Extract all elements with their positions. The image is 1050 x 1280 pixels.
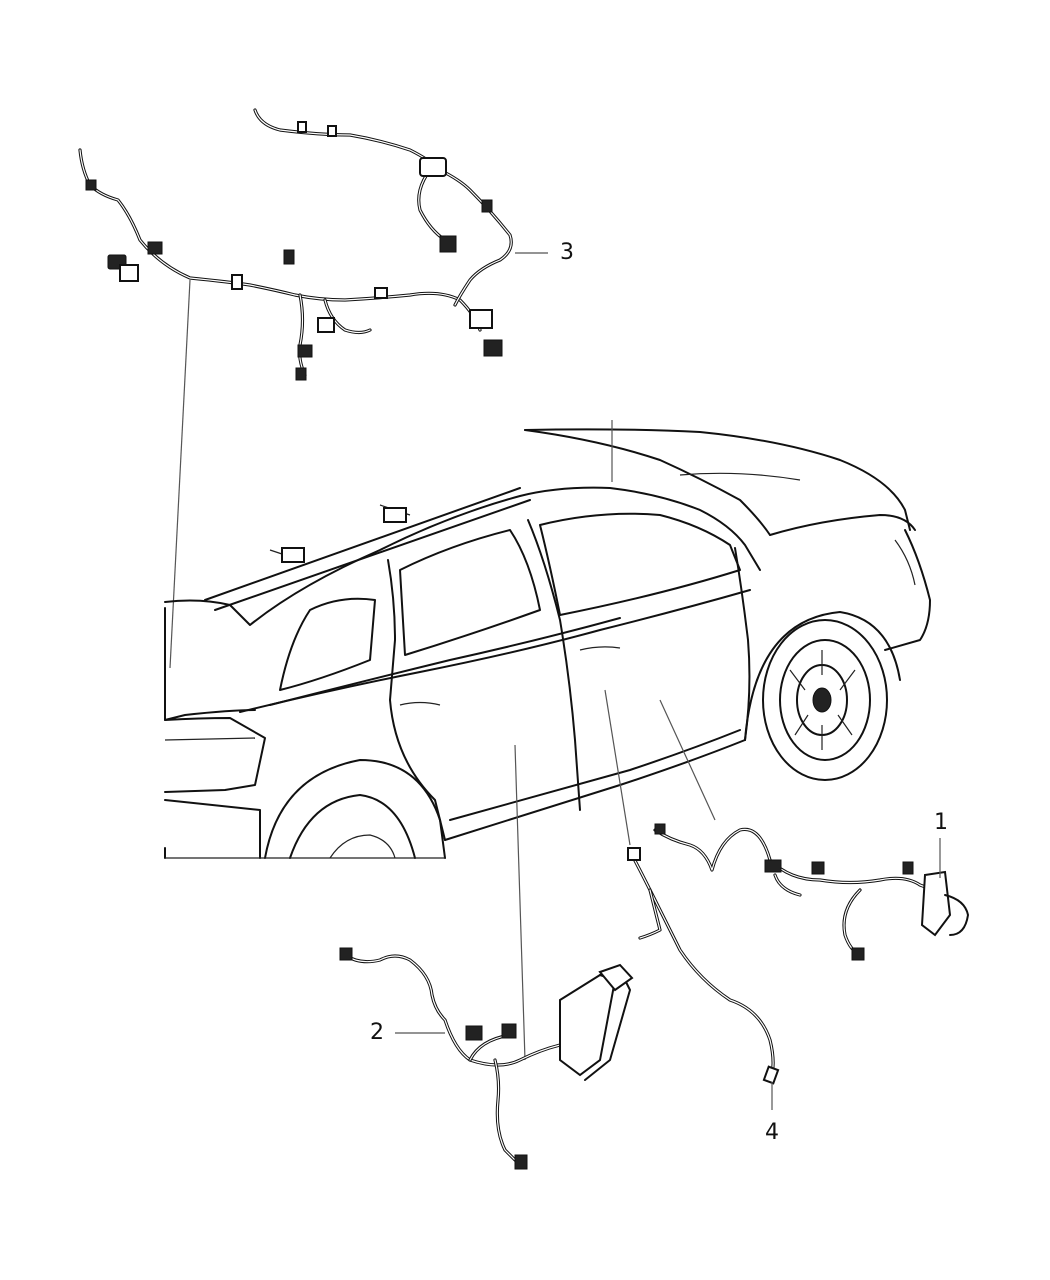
leader-line-harness-2 [514,744,526,1061]
leader-line-harness-1 [659,699,716,821]
harness-3-roof-wiring [78,108,513,381]
leader-line-harness-4 [604,689,631,846]
harness-4-single-wire [627,847,780,1110]
harness-1-front-door-wiring [653,823,969,961]
callout-2: 2 [370,1020,384,1045]
callout-4: 4 [765,1120,779,1145]
harness-2-rear-door-wiring [339,947,634,1170]
callout-1: 1 [934,810,948,835]
leader-line-harness-3-left [169,279,191,669]
callout-3: 3 [560,240,574,265]
vehicle-suv-outline [164,420,931,859]
